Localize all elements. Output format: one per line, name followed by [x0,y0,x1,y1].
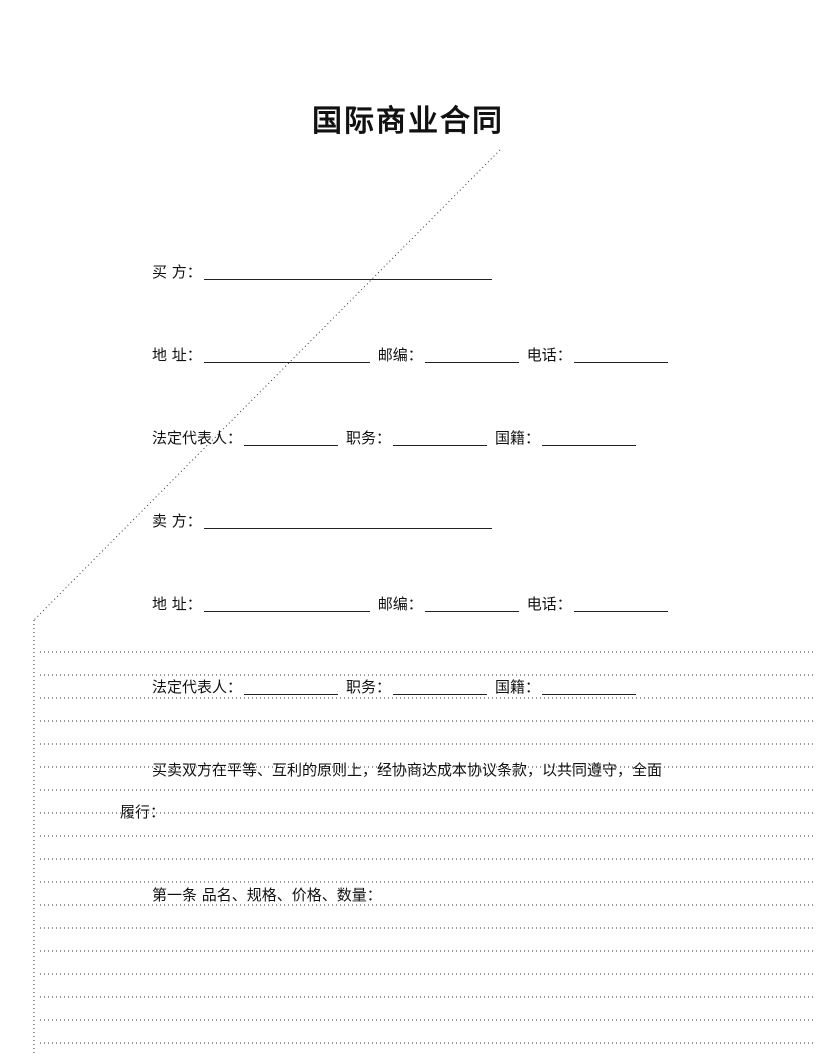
buyer-phone-field[interactable] [573,346,668,363]
preamble-line-2: 履行： [120,803,166,821]
seller-phone-field[interactable] [573,595,668,612]
seller-name-field[interactable] [203,512,492,529]
buyer-rep-field[interactable] [244,429,339,446]
buyer-phone-label: 电话： [526,346,572,364]
buyer-party-line: 买 方： [152,262,500,282]
buyer-address-line: 地 址： 邮编： 电话： [152,345,676,365]
buyer-position-label: 职务： [346,429,392,447]
seller-nationality-field[interactable] [542,678,637,695]
buyer-label: 买 方： [152,263,202,281]
seller-postcode-label: 邮编： [377,595,423,613]
preamble-line-1: 买卖双方在平等、互利的原则上，经协商达成本协议条款，以共同遵守，全面 [152,761,663,779]
buyer-address-field[interactable] [203,346,370,363]
buyer-postcode-field[interactable] [424,346,519,363]
seller-nationality-label: 国籍： [495,678,541,696]
seller-rep-line: 法定代表人： 职务： 国籍： [152,677,644,697]
seller-rep-label: 法定代表人： [152,678,243,696]
seller-position-label: 职务： [346,678,392,696]
buyer-postcode-label: 邮编： [377,346,423,364]
seller-postcode-field[interactable] [424,595,519,612]
document-title: 国际商业合同 [312,104,504,139]
seller-rep-field[interactable] [244,678,339,695]
buyer-name-field[interactable] [203,263,492,280]
seller-phone-label: 电话： [526,595,572,613]
seller-address-line: 地 址： 邮编： 电话： [152,594,676,614]
seller-party-line: 卖 方： [152,511,500,531]
buyer-position-field[interactable] [393,429,488,446]
seller-address-field[interactable] [203,595,370,612]
seller-position-field[interactable] [393,678,488,695]
article-1-heading: 第一条 品名、规格、价格、数量： [152,886,382,904]
seller-address-label: 地 址： [152,595,202,613]
buyer-nationality-label: 国籍： [495,429,541,447]
buyer-rep-line: 法定代表人： 职务： 国籍： [152,428,644,448]
seller-label: 卖 方： [152,512,202,530]
buyer-address-label: 地 址： [152,346,202,364]
buyer-rep-label: 法定代表人： [152,429,243,447]
buyer-nationality-field[interactable] [542,429,637,446]
